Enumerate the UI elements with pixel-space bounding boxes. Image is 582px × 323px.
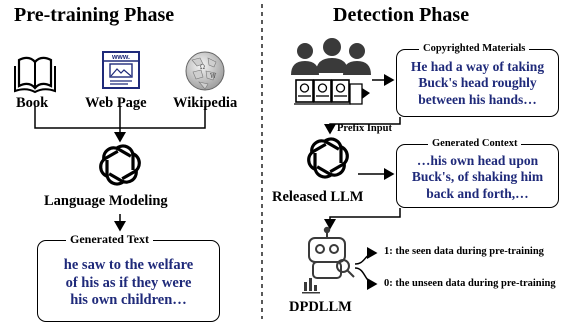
- generated-context-box: [396, 144, 559, 208]
- detection-title: Detection Phase: [333, 4, 470, 26]
- generated-context-body: …his own head upon Buck's, of shaking hi…: [396, 153, 559, 202]
- copyrighted-line: Buck's head roughly: [418, 75, 537, 91]
- context-line: Buck's, of shaking him: [411, 169, 544, 185]
- output-branch-top: [354, 247, 378, 265]
- pretraining-title: Pre-training Phase: [14, 4, 175, 26]
- source-label-web-page: Web Page: [85, 95, 147, 111]
- context-line: …his own head upon: [416, 153, 539, 168]
- copyrighted-line: between his hands…: [418, 91, 537, 107]
- language-modeling-label: Language Modeling: [44, 193, 168, 209]
- generated-text-line: of his as if they were: [65, 274, 192, 291]
- source-label-book: Book: [16, 95, 49, 111]
- prefix-input-label: Prefix Input: [337, 123, 392, 134]
- copyrighted-materials-title: Copyrighted Materials: [419, 43, 530, 54]
- output-branch-bottom: [354, 267, 378, 290]
- svg-text:W: W: [210, 73, 217, 80]
- generated-text-title: Generated Text: [66, 232, 153, 247]
- output-unseen-label: 0: the unseen data during pre-training: [384, 278, 556, 289]
- svg-text:www.: www.: [111, 54, 130, 61]
- copyrighted-materials-body: He had a way of taking Buck's head rough…: [396, 59, 559, 108]
- source-label-wikipedia: Wikipedia: [173, 95, 238, 111]
- generated-context-title: Generated Context: [428, 138, 522, 149]
- generated-text-body: he saw to the welfare of his as if they …: [37, 257, 220, 310]
- svg-text:Ω: Ω: [200, 64, 205, 71]
- generated-text-line: he saw to the welfare: [63, 257, 194, 273]
- copyrighted-line: He had a way of taking: [410, 59, 545, 74]
- arrow-context-to-detector: [324, 208, 401, 230]
- context-line: back and forth,…: [426, 185, 529, 201]
- generated-text-box: [37, 240, 220, 322]
- arrow-copyright-to-llm: [324, 117, 401, 135]
- output-seen-label: 1: the seen data during pre-training: [384, 246, 544, 257]
- released-llm-label: Released LLM: [272, 189, 364, 205]
- generated-text-line: his own children…: [70, 292, 187, 309]
- dpdllm-label: DPDLLM: [289, 299, 352, 315]
